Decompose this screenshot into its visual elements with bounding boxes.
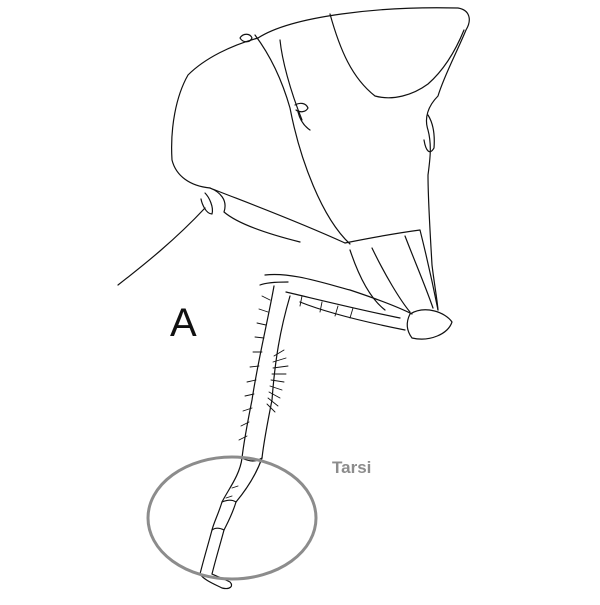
mouthparts <box>260 274 452 339</box>
panel-label: A <box>170 301 197 345</box>
tarsi-highlight-ellipse <box>148 457 316 579</box>
head-capsule <box>118 8 469 312</box>
leg-setae <box>226 296 353 498</box>
tarsi-label: Tarsi <box>332 458 372 477</box>
